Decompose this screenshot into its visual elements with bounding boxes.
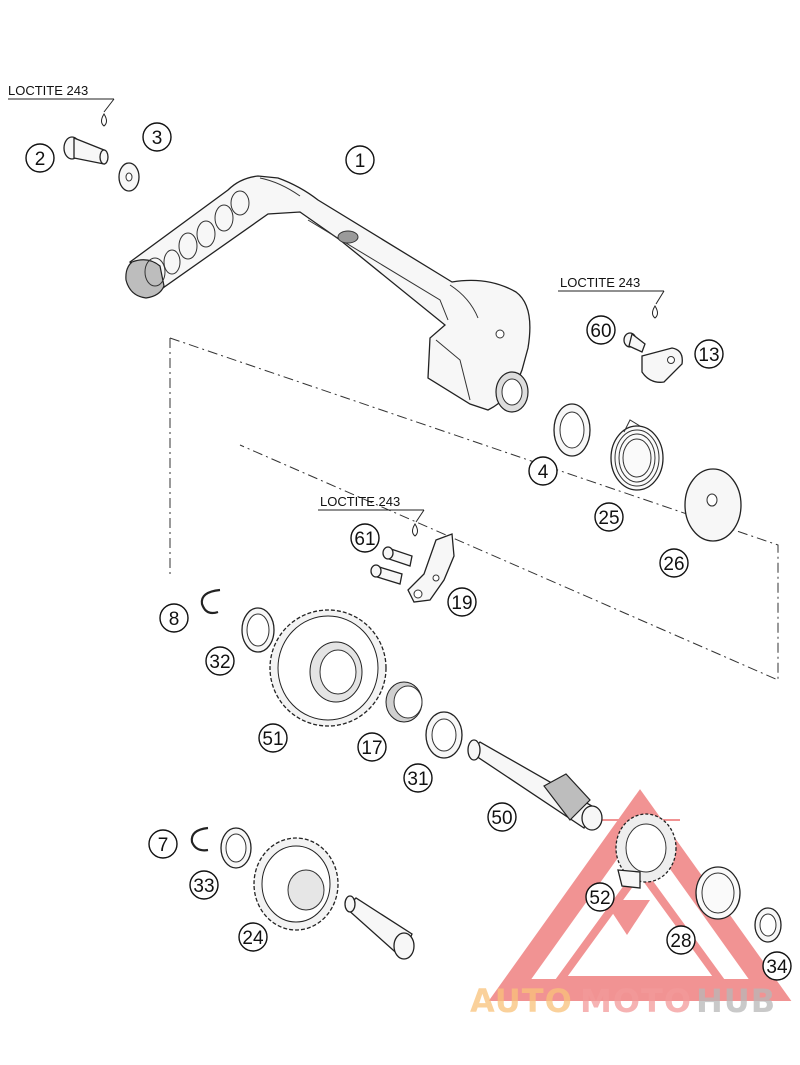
callout-34: 34 — [762, 951, 792, 981]
bracket-part — [641, 347, 683, 383]
callout-19: 19 — [447, 587, 477, 617]
callout-4: 4 — [528, 456, 558, 486]
callout-50: 50 — [487, 802, 517, 832]
washer-31-part — [425, 711, 463, 759]
loctite-note-middle: LOCTITE 243 — [318, 494, 425, 537]
drop-icon — [652, 305, 658, 319]
svg-text:13: 13 — [698, 345, 719, 366]
svg-text:32: 32 — [209, 652, 230, 673]
callout-13: 13 — [694, 339, 724, 369]
assembly-dashed-outline — [169, 337, 779, 681]
svg-text:28: 28 — [670, 931, 691, 952]
callout-60: 60 — [586, 315, 616, 345]
callout-61: 61 — [350, 523, 380, 553]
shaft-pin-part — [344, 895, 415, 960]
svg-text:52: 52 — [589, 888, 610, 909]
bolts-61-part — [370, 546, 413, 585]
washer-34-part — [754, 907, 782, 943]
spring-28-part — [695, 866, 741, 920]
svg-text:17: 17 — [361, 738, 382, 759]
watermark-word-moto: MOTO — [580, 982, 692, 1020]
svg-text:24: 24 — [242, 928, 264, 949]
kickstarter-lever-part — [125, 175, 531, 413]
callout-33: 33 — [189, 870, 219, 900]
washer-part — [118, 162, 140, 192]
callout-51: 51 — [258, 723, 288, 753]
svg-text:4: 4 — [538, 462, 549, 483]
washer-4-part — [553, 403, 591, 457]
spring-25-part — [610, 419, 664, 491]
ratchet-19-part — [407, 533, 455, 603]
callout-7: 7 — [148, 829, 178, 859]
drop-icon — [412, 523, 418, 537]
callout-2: 2 — [25, 143, 55, 173]
callout-1: 1 — [345, 145, 375, 175]
needle-bearing-17-part — [385, 681, 423, 723]
gear-24-part — [253, 837, 339, 931]
callout-17: 17 — [357, 732, 387, 762]
callout-31: 31 — [403, 763, 433, 793]
loctite-note-right: LOCTITE 243 — [558, 275, 665, 319]
svg-text:51: 51 — [262, 729, 283, 750]
callout-25: 25 — [594, 502, 624, 532]
loctite-label: LOCTITE 243 — [8, 83, 88, 98]
svg-text:7: 7 — [158, 835, 169, 856]
svg-text:31: 31 — [407, 769, 428, 790]
svg-text:25: 25 — [598, 508, 619, 529]
callout-24: 24 — [238, 922, 268, 952]
loctite-note-top-left: LOCTITE 243 — [8, 83, 115, 127]
svg-text:2: 2 — [35, 149, 46, 170]
svg-text:61: 61 — [354, 529, 375, 550]
callout-26: 26 — [659, 548, 689, 578]
disk-26-part — [684, 468, 742, 542]
svg-text:34: 34 — [766, 957, 788, 978]
watermark-logo-text: AUTO MOTO HUB — [470, 982, 776, 1020]
loctite-label: LOCTITE 243 — [320, 494, 400, 509]
svg-text:1: 1 — [355, 151, 366, 172]
svg-text:3: 3 — [152, 128, 163, 149]
callout-3: 3 — [142, 122, 172, 152]
callout-32: 32 — [205, 646, 235, 676]
svg-text:60: 60 — [590, 321, 611, 342]
circlip-7-part — [190, 826, 209, 852]
washer-32-part — [241, 607, 275, 653]
drop-icon — [101, 113, 107, 127]
washer-33-part — [220, 827, 252, 869]
gear-52-part — [615, 813, 677, 889]
callout-52: 52 — [585, 882, 615, 912]
svg-text:26: 26 — [663, 554, 684, 575]
gear-51-part — [269, 609, 387, 727]
svg-text:50: 50 — [491, 808, 512, 829]
screw-part — [623, 332, 646, 353]
circlip-8-part — [200, 588, 221, 615]
svg-text:8: 8 — [169, 609, 180, 630]
watermark-word-auto: AUTO — [470, 982, 573, 1020]
svg-text:33: 33 — [193, 876, 214, 897]
pin-part — [63, 136, 109, 165]
svg-text:19: 19 — [451, 593, 472, 614]
callout-28: 28 — [666, 925, 696, 955]
watermark-word-hub: HUB — [696, 982, 776, 1020]
callout-8: 8 — [159, 603, 189, 633]
loctite-label: LOCTITE 243 — [560, 275, 640, 290]
shaft-50-part — [467, 739, 603, 831]
